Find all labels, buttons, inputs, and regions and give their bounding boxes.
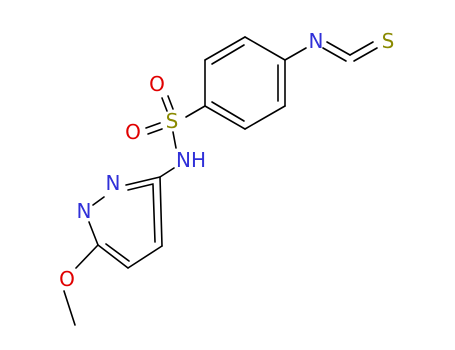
bond-c6-o-methoxy — [75, 244, 99, 269]
bond-pyr-c4-c3-inner — [152, 184, 156, 243]
bond-pyr-c3-n2 — [125, 176, 161, 186]
atom-o-sulfonyl-top: O — [149, 72, 165, 96]
bond-pyr-n1-c6 — [88, 221, 99, 246]
bond-s-nh — [172, 131, 177, 149]
bond-c-s-iso-b — [353, 47, 378, 62]
bond-o-methyl — [63, 290, 76, 326]
bond-pyr-c4-c3 — [159, 176, 163, 247]
bonds — [63, 36, 378, 326]
bond-benzene-4 — [204, 105, 246, 130]
bond-s-o1-a — [161, 97, 168, 112]
atom-s-sulfonyl: S — [166, 109, 179, 133]
bond-pyr-c5-c4 — [127, 245, 163, 269]
bond-pyr-c3-n2-inner — [127, 183, 154, 191]
atom-nh-sulfonamide: NH — [176, 148, 206, 172]
atom-s-isothiocyanate: S — [382, 29, 395, 53]
atom-o-methoxy: O — [59, 267, 75, 291]
atom-labels: N S S O O NH N N O — [59, 29, 394, 291]
bond-s-o2-a — [145, 122, 161, 129]
bond-s-o1-b — [167, 95, 174, 110]
bond-c-s-iso-a — [349, 41, 374, 56]
bond-benzene-4-inner — [211, 101, 245, 122]
atom-o-sulfonyl-left: O — [125, 120, 141, 144]
bond-pyr-n2-n1 — [92, 196, 105, 206]
bond-n-c-iso-b — [322, 47, 347, 62]
bond-pyr-c6-c5 — [97, 244, 129, 269]
atom-n-isothiocyanate: N — [309, 29, 324, 53]
bond-benzene-3 — [244, 105, 286, 130]
bond-benzene-6 — [204, 36, 246, 61]
atom-n-pyridazine-2: N — [77, 199, 92, 223]
atom-n-pyridazine-1: N — [106, 171, 121, 195]
bond-benzene-6-inner — [211, 44, 245, 65]
bond-n-c-iso-a — [326, 41, 351, 56]
bond-ring-n-iso — [284, 47, 307, 61]
bond-ring-s-sulf — [185, 105, 206, 118]
bond-pyr-c6-c5-inner — [105, 243, 130, 262]
bond-s-o2-b — [147, 128, 163, 135]
bond-benzene-1 — [244, 36, 286, 61]
bond-nh-c3 — [159, 167, 175, 178]
